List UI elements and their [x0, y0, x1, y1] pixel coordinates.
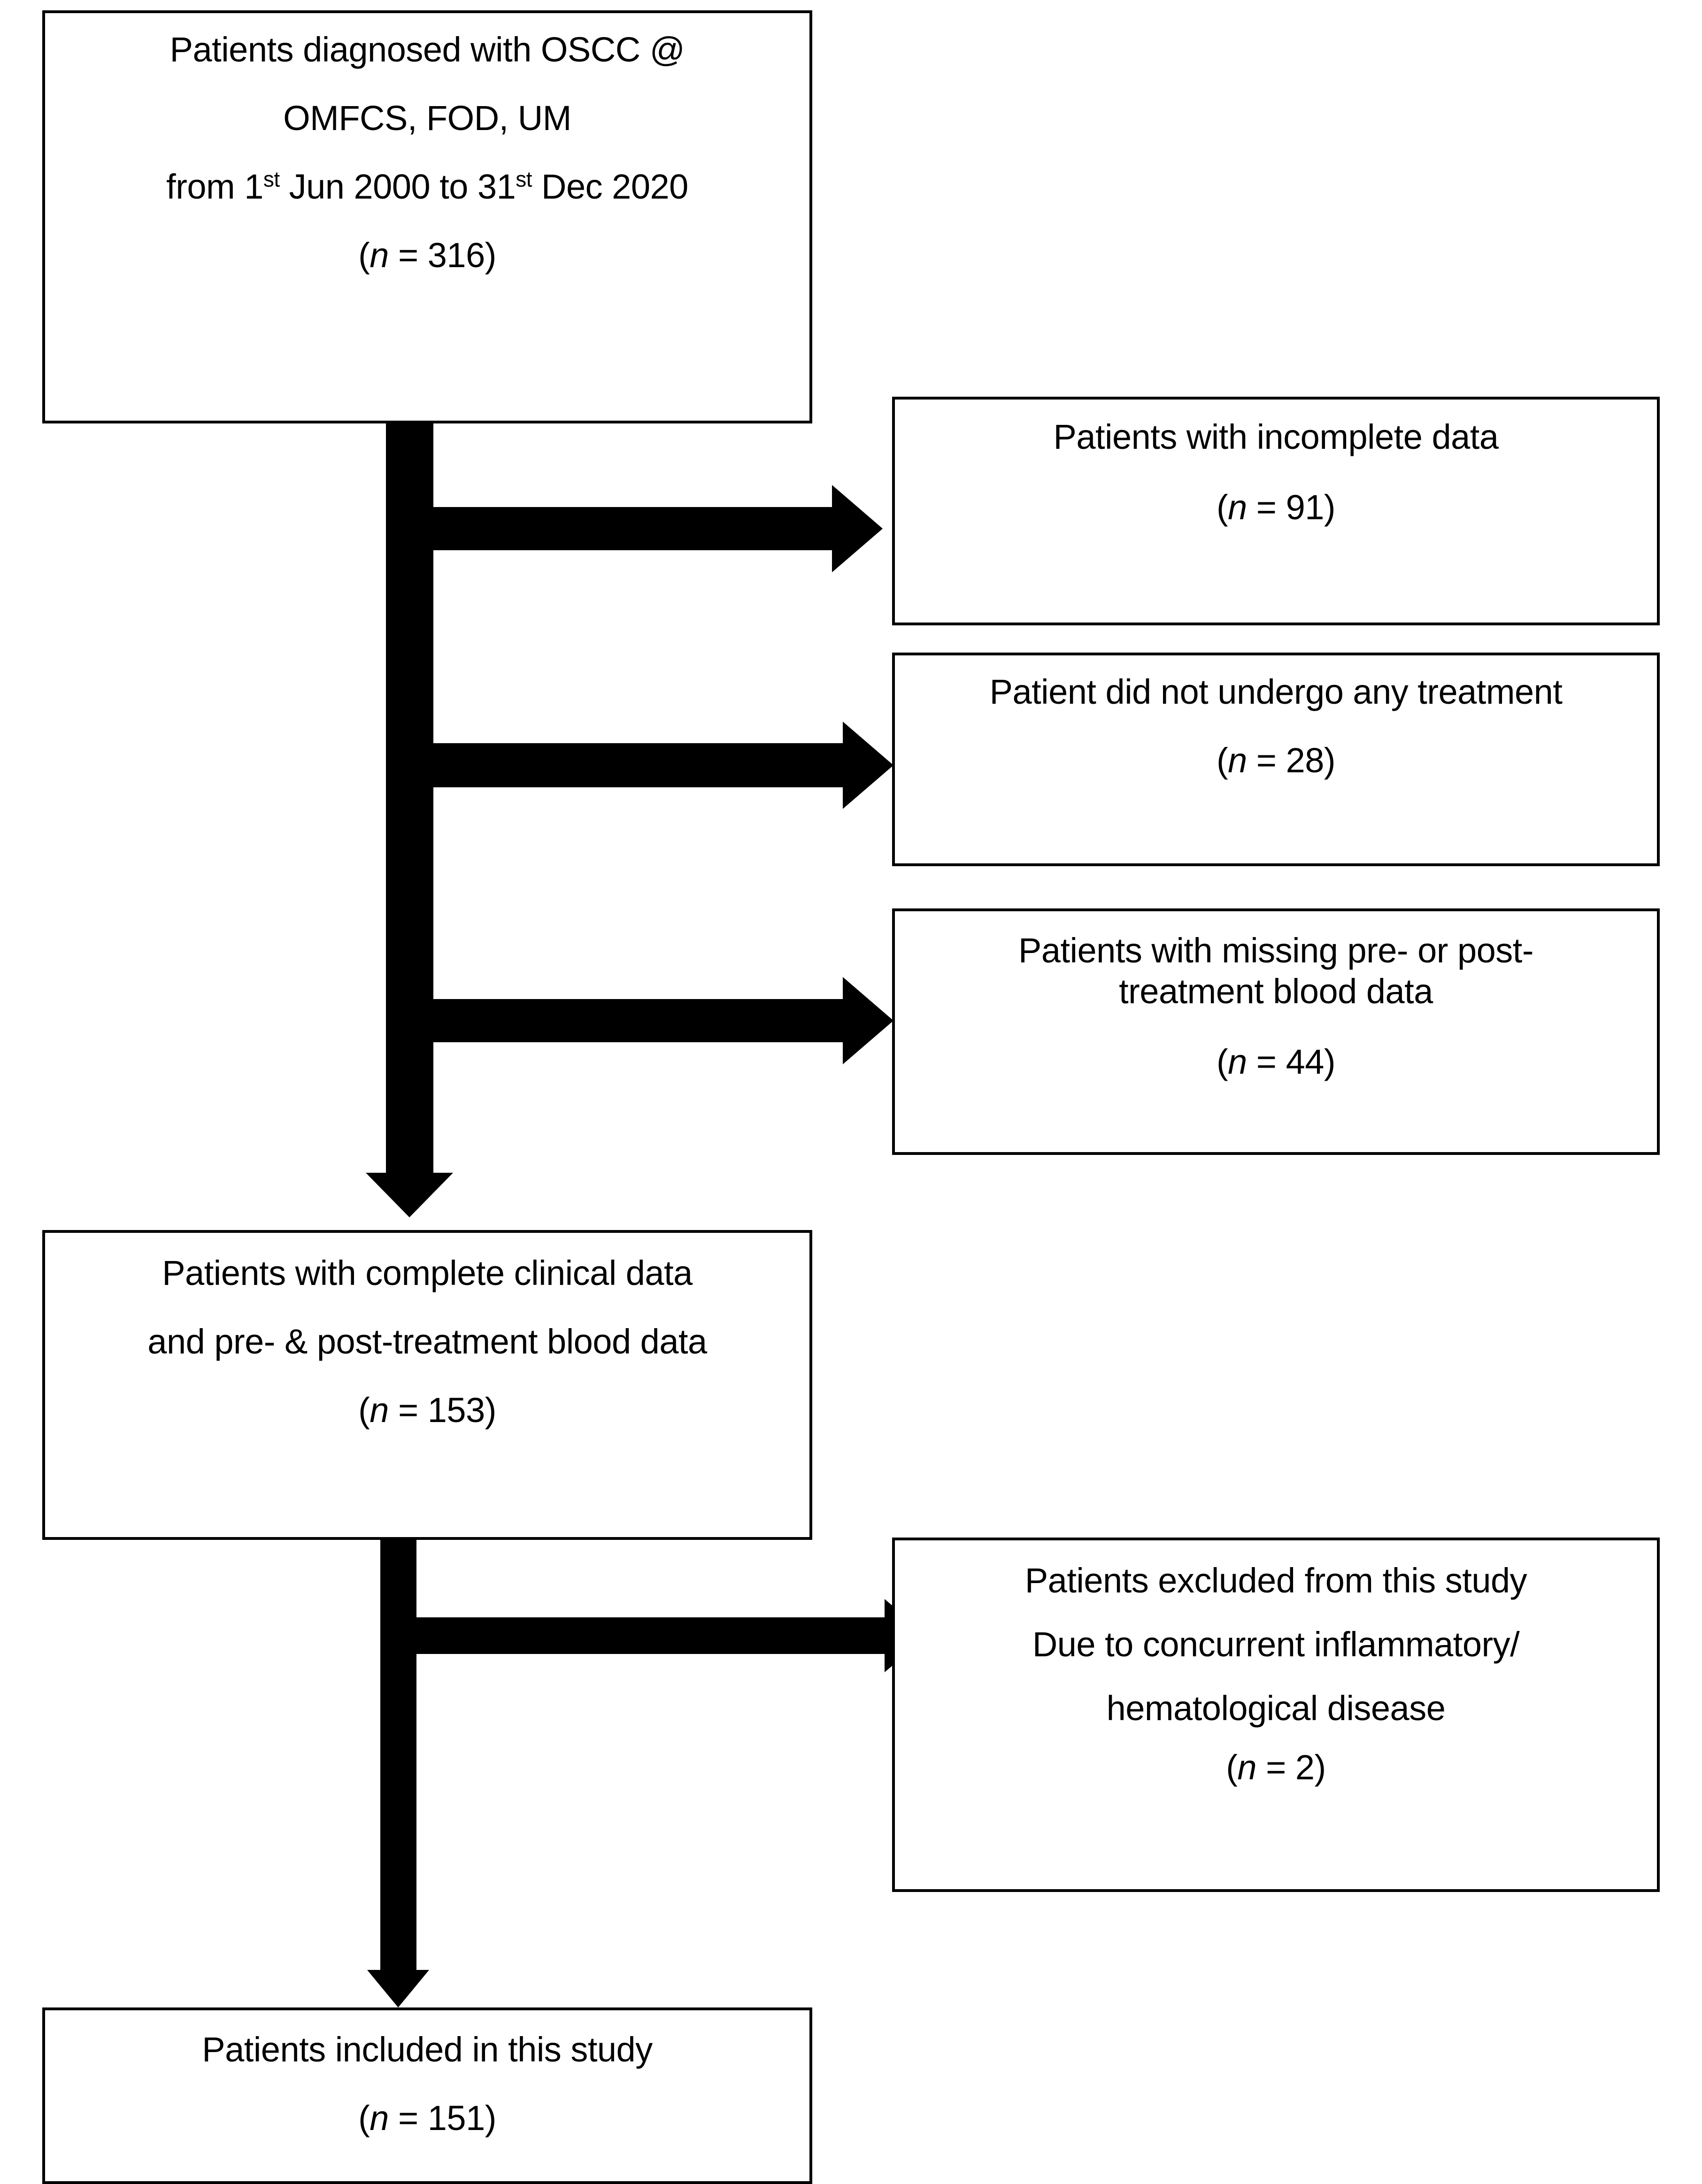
source-cohort-line-3-part-b: Jun 2000 to 31: [279, 167, 516, 206]
source-cohort-line-3-part-c: Dec 2020: [531, 167, 688, 206]
no-treatment-count: (n = 28): [1216, 740, 1336, 780]
complete-data-line-1: Patients with complete clinical data: [162, 1253, 693, 1292]
concurrent-disease-line-1: Patients excluded from this study: [1024, 1561, 1527, 1600]
source-cohort-ordinal-1: st: [263, 167, 280, 192]
branch-bar-no-treatment: [433, 743, 844, 787]
included-cohort-count: (n = 151): [358, 2098, 496, 2138]
source-cohort-count: (n = 316): [358, 235, 496, 275]
trunk-main-lower: [380, 1540, 416, 1972]
concurrent-disease-line-2: Due to concurrent inflammatory/: [1032, 1624, 1520, 1664]
arrowhead-to-included: [367, 1970, 429, 2007]
included-cohort-line-1: Patients included in this study: [202, 2030, 653, 2069]
source-cohort-line-2: OMFCS, FOD, UM: [283, 98, 571, 138]
branch-bar-incomplete-data: [433, 507, 833, 550]
node-source-cohort[interactable]: Patients diagnosed with OSCC @ OMFCS, FO…: [42, 10, 812, 423]
complete-data-count: (n = 153): [358, 1390, 496, 1430]
trunk-main-upper: [386, 423, 433, 1174]
source-cohort-line-3: from 1st Jun 2000 to 31st Dec 2020: [166, 168, 688, 206]
node-complete-data-cohort[interactable]: Patients with complete clinical data and…: [42, 1230, 812, 1540]
source-cohort-line-1: Patients diagnosed with OSCC @: [169, 30, 685, 69]
arrowhead-incomplete-data: [832, 485, 883, 572]
node-excluded-no-treatment[interactable]: Patient did not undergo any treatment (n…: [892, 653, 1660, 866]
node-excluded-incomplete-data[interactable]: Patients with incomplete data (n = 91): [892, 397, 1660, 625]
node-included-cohort[interactable]: Patients included in this study (n = 151…: [42, 2007, 812, 2184]
source-cohort-line-3-part-a: from 1: [166, 167, 263, 206]
incomplete-data-count: (n = 91): [1216, 487, 1336, 527]
incomplete-data-line-1: Patients with incomplete data: [1053, 417, 1499, 456]
node-excluded-concurrent-disease[interactable]: Patients excluded from this study Due to…: [892, 1538, 1660, 1892]
source-cohort-ordinal-2: st: [516, 167, 532, 192]
missing-blood-count: (n = 44): [1216, 1042, 1336, 1081]
concurrent-disease-line-3: hematological disease: [1106, 1688, 1446, 1728]
branch-bar-concurrent-disease: [416, 1617, 886, 1654]
arrowhead-to-complete-data: [366, 1173, 453, 1217]
missing-blood-line-2: treatment blood data: [1119, 972, 1433, 1011]
node-excluded-missing-blood-data[interactable]: Patients with missing pre- or post- trea…: [892, 908, 1660, 1155]
concurrent-disease-count: (n = 2): [1226, 1747, 1326, 1787]
complete-data-line-2: and pre- & post-treatment blood data: [147, 1322, 707, 1361]
branch-bar-missing-blood-data: [433, 999, 844, 1042]
missing-blood-line-1: Patients with missing pre- or post-: [1018, 931, 1534, 970]
no-treatment-line-1: Patient did not undergo any treatment: [989, 672, 1563, 711]
arrowhead-no-treatment: [843, 722, 893, 809]
arrowhead-missing-blood-data: [843, 977, 893, 1064]
